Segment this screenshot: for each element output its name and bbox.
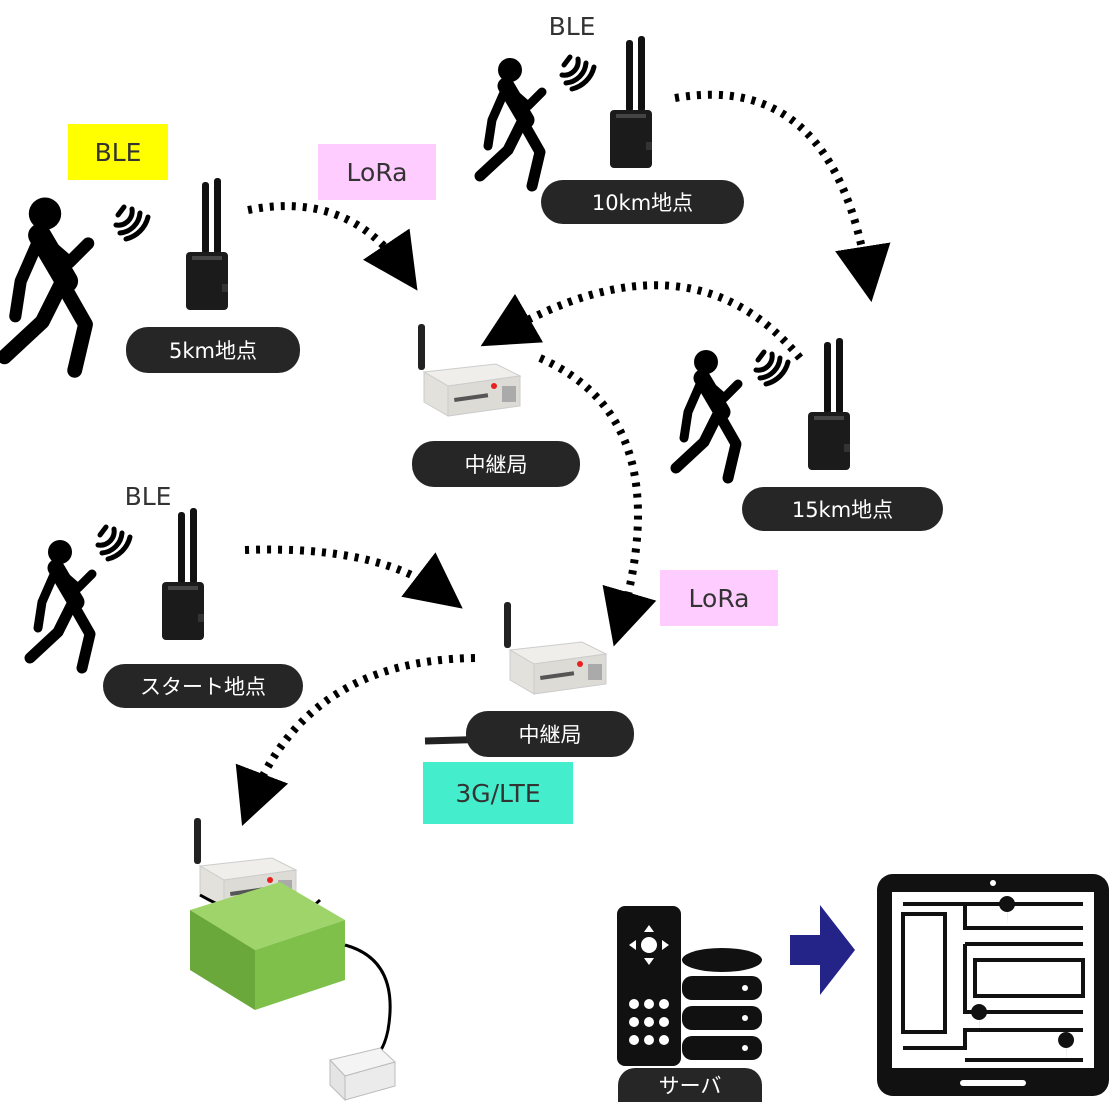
runner-icon xyxy=(676,350,738,478)
ble-beacon-icon xyxy=(186,178,228,310)
gateway-router-icon xyxy=(190,817,396,1102)
lora-relay-icon xyxy=(503,601,607,695)
ble-label-top: BLE xyxy=(548,11,596,41)
runner-icon xyxy=(5,198,89,371)
database-icon xyxy=(682,948,762,1060)
server-label: サーバ xyxy=(618,1068,762,1102)
ble-signal-icon xyxy=(98,527,130,559)
point-label-15km: 15km地点 xyxy=(742,487,943,531)
point-label-5km: 5km地点 xyxy=(126,327,300,373)
ble-label-highlight: BLE xyxy=(68,124,168,180)
ble-signal-icon xyxy=(116,207,148,239)
point-label-start: スタート地点 xyxy=(103,664,303,708)
ble-beacon-icon xyxy=(162,508,204,640)
point-label-10km: 10km地点 xyxy=(541,180,744,224)
forward-arrow-icon xyxy=(790,905,855,995)
relay-label-1: 中継局 xyxy=(412,441,580,487)
relay-label-2: 中継局 xyxy=(466,711,634,757)
server-icon xyxy=(617,906,681,1066)
ble-signal-icon xyxy=(562,57,594,89)
tablet-map-icon xyxy=(877,874,1109,1096)
lora-label-right: LoRa xyxy=(660,570,778,626)
lora-link-arrows xyxy=(235,90,891,826)
ble-signal-icon xyxy=(756,352,788,384)
runner-icon xyxy=(30,540,92,668)
lora-label-top: LoRa xyxy=(318,144,436,200)
lora-relay-icon xyxy=(417,323,521,417)
runner-icon xyxy=(480,58,542,186)
network-label: 3G/LTE xyxy=(423,762,573,824)
ble-beacon-icon xyxy=(808,338,850,470)
ble-beacon-icon xyxy=(610,36,652,168)
ble-label-mid: BLE xyxy=(124,481,172,511)
